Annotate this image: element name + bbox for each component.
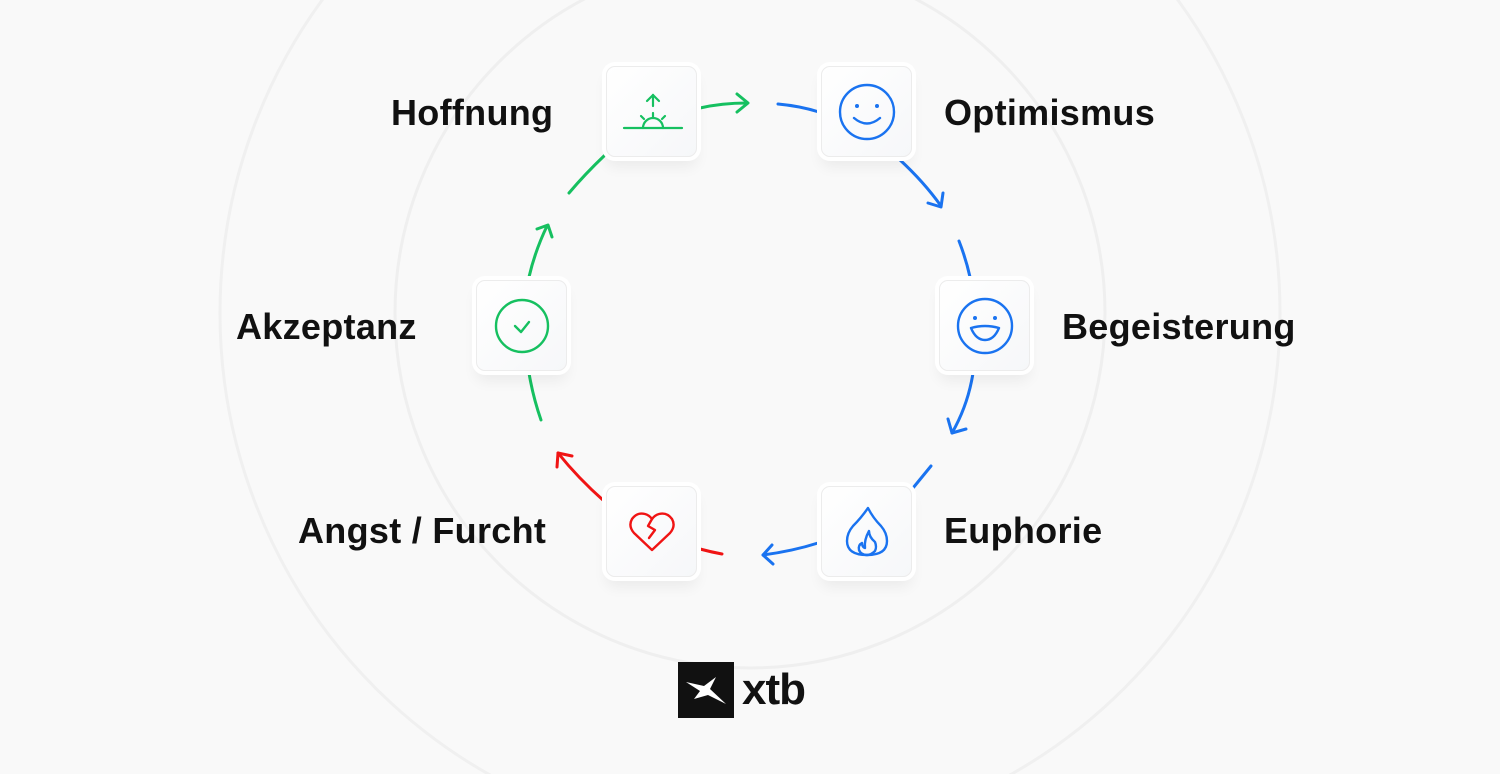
- stage-label-begeisterung: Begeisterung: [1062, 306, 1296, 347]
- stage-label-hoffnung: Hoffnung: [391, 92, 554, 133]
- arrow-segment-angst-in: [698, 547, 724, 556]
- sunrise-icon: [622, 92, 683, 129]
- arrow-euphorie-to-angst: [761, 541, 820, 566]
- stage-card-euphorie: [821, 486, 912, 577]
- stage-card-begeisterung: [939, 280, 1030, 371]
- stage-card-hoffnung: [606, 66, 697, 157]
- stage-card-akzeptanz: [476, 280, 567, 371]
- xtb-x-icon: [686, 677, 726, 704]
- broken-heart-icon: [628, 511, 675, 551]
- arrow-segment-optimismus-in: [776, 102, 821, 114]
- check-circle-icon: [494, 298, 549, 353]
- stage-card-angst: [606, 486, 697, 577]
- stage-card-optimismus: [821, 66, 912, 157]
- arrow-optimismus-to-begeisterung: [897, 157, 945, 209]
- stage-label-euphorie: Euphorie: [944, 510, 1103, 551]
- xtb-logo-mark: [678, 662, 734, 718]
- smile-icon: [838, 83, 895, 140]
- xtb-logo-text: xtb: [742, 665, 806, 714]
- stage-label-angst-furcht: Angst / Furcht: [298, 510, 547, 551]
- stage-label-akzeptanz: Akzeptanz: [236, 306, 417, 347]
- arrow-hoffnung-to-optimismus: [698, 92, 750, 114]
- arrow-segment-akzeptanz-in: [527, 371, 543, 422]
- flame-icon: [845, 506, 888, 556]
- stage-label-optimismus: Optimismus: [944, 92, 1156, 133]
- arrow-begeisterung-to-euphorie: [946, 371, 975, 435]
- arrow-segment-euphorie-in: [911, 464, 933, 490]
- arrow-segment-hoffnung-in: [567, 153, 607, 195]
- xtb-logo: xtb: [678, 662, 806, 718]
- arrow-angst-to-akzeptanz: [555, 451, 606, 503]
- arrow-akzeptanz-to-hoffnung: [527, 223, 554, 279]
- grin-icon: [956, 297, 1013, 354]
- arrow-segment-begeisterung-in: [957, 239, 972, 279]
